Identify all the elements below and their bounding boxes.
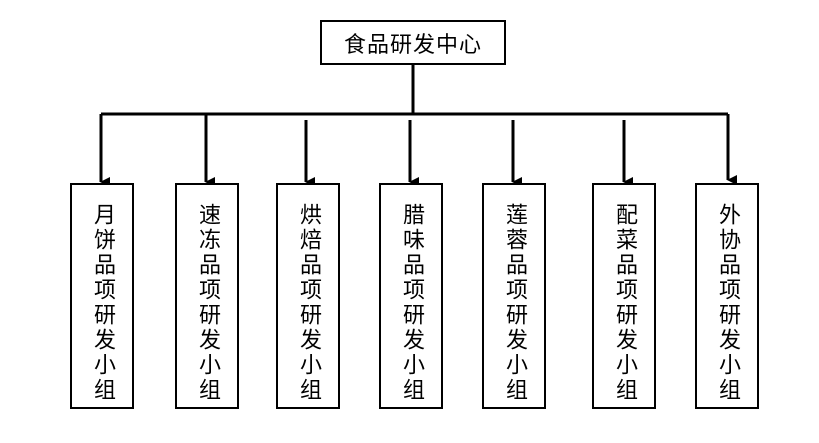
group-node-frozen: 速冻品项研发小组 bbox=[175, 183, 239, 409]
group-node-outsourced: 外协品项研发小组 bbox=[695, 183, 759, 409]
root-node-label: 食品研发中心 bbox=[343, 32, 482, 58]
group-node-side-dish: 配菜品项研发小组 bbox=[592, 183, 656, 409]
group-node-label: 速冻品项研发小组 bbox=[195, 203, 220, 403]
group-node-label: 烘焙品项研发小组 bbox=[296, 203, 321, 403]
group-node-label: 月饼品项研发小组 bbox=[90, 203, 115, 403]
group-node-mooncake: 月饼品项研发小组 bbox=[70, 183, 134, 409]
root-node: 食品研发中心 bbox=[320, 20, 506, 65]
group-node-lotus-paste: 莲蓉品项研发小组 bbox=[482, 183, 546, 409]
group-node-label: 外协品项研发小组 bbox=[715, 203, 740, 403]
group-node-bakery: 烘焙品项研发小组 bbox=[276, 183, 340, 409]
group-node-label: 配菜品项研发小组 bbox=[612, 203, 637, 403]
group-node-label: 莲蓉品项研发小组 bbox=[502, 203, 527, 403]
group-node-cured-meat: 腊味品项研发小组 bbox=[379, 183, 443, 409]
group-node-label: 腊味品项研发小组 bbox=[399, 203, 424, 403]
